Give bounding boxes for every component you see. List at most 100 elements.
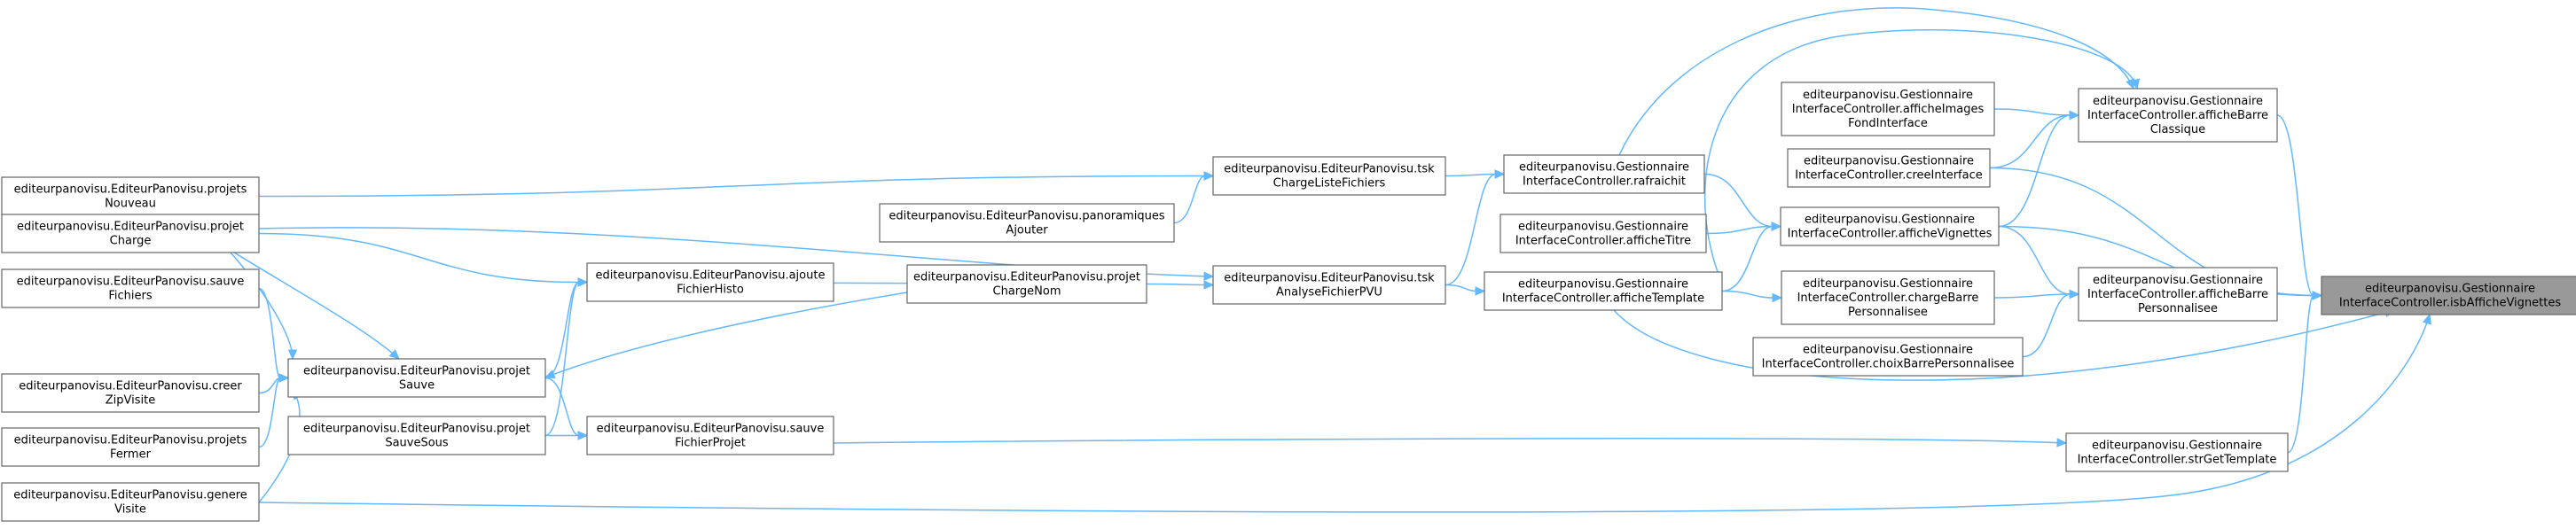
node-afficheBarreClassique[interactable]: editeurpanovisu.GestionnaireInterfaceCon… [2078, 88, 2278, 143]
node-panoAjouter[interactable]: editeurpanovisu.EditeurPanovisu.panorami… [879, 203, 1175, 243]
node-label-line: editeurpanovisu.EditeurPanovisu.ajoute [596, 269, 826, 283]
node-isb[interactable]: editeurpanovisu.GestionnaireInterfaceCon… [2321, 276, 2576, 315]
node-label-line: editeurpanovisu.EditeurPanovisu.creer [19, 380, 242, 393]
edge-creeInterface-to-afficheBarreClassique [1989, 114, 2071, 169]
arrowhead-afficheTemplate-to-afficheBarreClassique [2130, 78, 2141, 90]
edge-sauveFichiers-to-projetSauve [258, 287, 281, 379]
node-box [586, 416, 834, 455]
node-label-line: InterfaceController.afficheImages [1792, 103, 1985, 116]
node-box [2065, 432, 2289, 472]
node-label-line: Nouveau [105, 198, 156, 211]
arrowhead-projetsFermer-to-projetSauve [278, 373, 290, 383]
nodes-layer: editeurpanovisu.GestionnaireInterfaceCon… [1, 82, 2576, 522]
edge-projetSauve-to-sauveFichierProjet [544, 377, 580, 437]
arrowhead-tskAnalyse-to-rafraichit [1494, 169, 1506, 179]
node-box [1781, 82, 1995, 136]
node-tskCharge[interactable]: editeurpanovisu.EditeurPanovisu.tskCharg… [1212, 156, 1446, 196]
edge-afficheTemplate-to-afficheVignettes [1721, 225, 1773, 292]
node-chargeBarrePerso[interactable]: editeurpanovisu.GestionnaireInterfaceCon… [1781, 270, 1995, 325]
edge-rafraichit-to-afficheBarreClassique [1618, 7, 2134, 156]
node-label-line: Classique [2150, 123, 2205, 136]
node-ajouteFichierHisto[interactable]: editeurpanovisu.EditeurPanovisu.ajouteFi… [586, 262, 834, 302]
node-label-line: ZipVisite [106, 394, 155, 408]
edge-projetCharge-to-ajouteFichierHisto [258, 232, 580, 284]
arrowhead-afficheVignettes-to-isb [2312, 291, 2323, 300]
node-label-line: editeurpanovisu.EditeurPanovisu.projet [17, 221, 244, 234]
node-choixBarrePerso[interactable]: editeurpanovisu.GestionnaireInterfaceCon… [1752, 337, 2024, 377]
node-box [1, 214, 260, 253]
node-label-line: InterfaceController.strGetTemplate [2078, 454, 2277, 467]
node-projetsNouveau[interactable]: editeurpanovisu.EditeurPanovisu.projetsN… [1, 176, 260, 216]
node-label-line: editeurpanovisu.EditeurPanovisu.panorami… [889, 210, 1165, 223]
node-rafraichit[interactable]: editeurpanovisu.GestionnaireInterfaceCon… [1503, 154, 1705, 194]
node-afficheVignettes[interactable]: editeurpanovisu.GestionnaireInterfaceCon… [1780, 206, 2000, 246]
node-creerZipVisite[interactable]: editeurpanovisu.EditeurPanovisu.creerZip… [1, 373, 260, 413]
node-label-line: editeurpanovisu.Gestionnaire [1519, 161, 1689, 175]
node-label-line: editeurpanovisu.EditeurPanovisu.sauve [17, 276, 245, 289]
node-label-line: editeurpanovisu.Gestionnaire [1804, 155, 1974, 168]
node-sauveFichierProjet[interactable]: editeurpanovisu.EditeurPanovisu.sauveFic… [586, 416, 834, 455]
edge-strGetTemplate-to-isb [2287, 294, 2314, 454]
node-label-line: Personnalisee [2138, 302, 2218, 315]
arrowhead-panoAjouter-to-tskCharge [1203, 171, 1215, 181]
node-projetChargeNom[interactable]: editeurpanovisu.EditeurPanovisu.projetCh… [906, 264, 1147, 304]
node-box [1, 482, 260, 522]
node-label-line: editeurpanovisu.Gestionnaire [1518, 278, 1688, 292]
node-box [287, 358, 546, 398]
arrowhead-projetChargeNom-to-projetSauve [544, 370, 556, 379]
node-label-line: InterfaceController.afficheTemplate [1502, 292, 1704, 306]
arrowhead-projetSauveSous-to-ajouteFichierHisto [577, 277, 589, 287]
edge-chargeBarrePerso-to-afficheBarrePerso [1993, 293, 2071, 299]
node-label-line: ChargeNom [993, 285, 1061, 299]
node-projetSauve[interactable]: editeurpanovisu.EditeurPanovisu.projetSa… [287, 358, 546, 398]
node-box [1780, 206, 2000, 246]
node-label-line: editeurpanovisu.Gestionnaire [1805, 214, 1975, 227]
node-box [1, 268, 260, 308]
node-label-line: Sauve [399, 379, 435, 393]
node-genereVisite[interactable]: editeurpanovisu.EditeurPanovisu.genereVi… [1, 482, 260, 522]
edge-rafraichit-to-afficheVignettes [1703, 173, 1773, 228]
edge-afficheTemplate-to-chargeBarrePerso [1721, 290, 1774, 299]
node-projetCharge[interactable]: editeurpanovisu.EditeurPanovisu.projetCh… [1, 214, 260, 253]
arrowhead-projetCharge-to-tskAnalyse [1203, 271, 1215, 281]
node-box [906, 264, 1147, 304]
edge-panoAjouter-to-tskCharge [1173, 175, 1206, 224]
arrowhead-genereVisite-to-isb [2422, 313, 2431, 325]
edge-choixBarrePerso-to-afficheBarrePerso [2022, 293, 2071, 358]
node-label-line: InterfaceController.afficheBarre [2087, 288, 2268, 301]
node-box [1, 373, 260, 413]
node-box [2078, 267, 2278, 322]
edge-afficheTitre-to-afficheVignettes [1705, 225, 1773, 235]
edge-afficheTemplate-to-afficheBarreClassique [1703, 29, 2138, 273]
node-label-line: editeurpanovisu.EditeurPanovisu.tsk [1224, 163, 1435, 176]
edge-afficheVignettes-to-afficheBarrePerso [1998, 225, 2071, 295]
node-label-line: Fichiers [108, 290, 152, 303]
node-projetSauveSous[interactable]: editeurpanovisu.EditeurPanovisu.projetSa… [287, 416, 546, 455]
node-label-line: Ajouter [1006, 224, 1048, 237]
node-box [1499, 214, 1707, 253]
node-box [2078, 88, 2278, 143]
edge-projetsNouveau-to-tskCharge [258, 175, 1206, 198]
node-afficheTitre[interactable]: editeurpanovisu.GestionnaireInterfaceCon… [1499, 214, 1707, 253]
node-afficheImagesFond[interactable]: editeurpanovisu.GestionnaireInterfaceCon… [1781, 82, 1995, 136]
node-projetsFermer[interactable]: editeurpanovisu.EditeurPanovisu.projetsF… [1, 427, 260, 467]
node-label-line: SauveSous [385, 437, 449, 450]
node-creeInterface[interactable]: editeurpanovisu.GestionnaireInterfaceCon… [1787, 148, 1991, 188]
node-tskAnalyse[interactable]: editeurpanovisu.EditeurPanovisu.tskAnaly… [1212, 265, 1446, 305]
edge-projetChargeNom-to-projetSauve [544, 292, 908, 378]
arrowhead-sauveFichierProjet-to-strGetTemplate [2056, 438, 2068, 447]
node-strGetTemplate[interactable]: editeurpanovisu.GestionnaireInterfaceCon… [2065, 432, 2289, 472]
node-afficheTemplate[interactable]: editeurpanovisu.GestionnaireInterfaceCon… [1484, 271, 1723, 311]
edge-afficheImagesFond-to-afficheBarreClassique [1993, 108, 2071, 116]
node-box [287, 416, 546, 455]
node-label-line: editeurpanovisu.Gestionnaire [1518, 221, 1688, 234]
node-label-line: FichierHisto [677, 284, 744, 297]
edge-tskCharge-to-rafraichit [1445, 173, 1497, 177]
node-sauveFichiers[interactable]: editeurpanovisu.EditeurPanovisu.sauveFic… [1, 268, 260, 308]
node-box [879, 203, 1175, 243]
node-afficheBarrePerso[interactable]: editeurpanovisu.GestionnaireInterfaceCon… [2078, 267, 2278, 322]
node-label-line: AnalyseFichierPVU [1276, 286, 1382, 300]
node-box [1484, 271, 1723, 311]
arrowhead-afficheVignettes-to-afficheBarreClassique [2069, 110, 2080, 121]
